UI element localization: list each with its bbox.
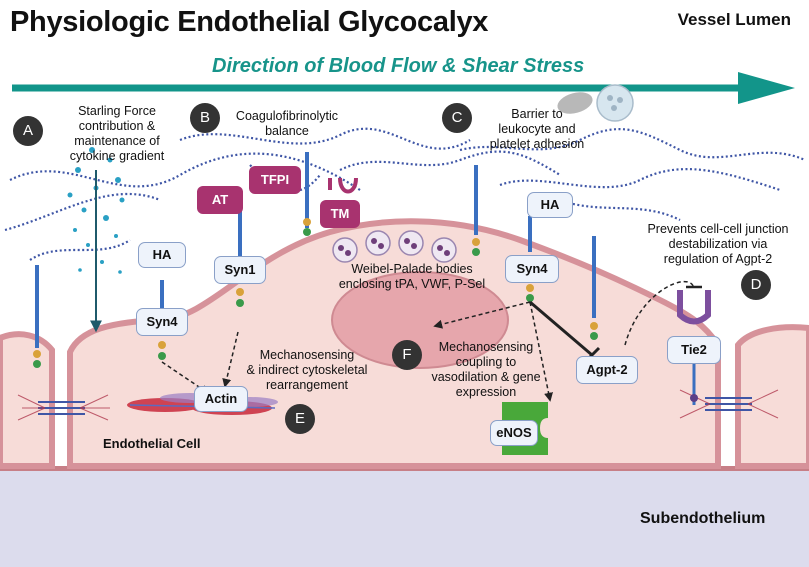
tfpi-protein: TFPI	[249, 166, 301, 194]
weibel-line: Weibel-Palade bodies	[351, 262, 473, 276]
note-b-line: Coagulofibrinolytic	[235, 109, 339, 123]
syn4-left-box: Syn4	[136, 308, 188, 336]
note-b: Coagulofibrinolytic balance	[222, 109, 352, 139]
agpt2-box: Agpt-2	[576, 356, 638, 384]
badge-c: C	[442, 103, 472, 133]
note-d-line: destabilization via	[668, 237, 768, 251]
left-junction-fibers	[17, 394, 110, 421]
weibel-line: enclosing tPA, VWF, P-Sel	[338, 277, 486, 291]
syn1-to-actin-arrow	[222, 331, 239, 388]
note-e-line: Mechanosensing	[259, 348, 355, 362]
note-c: Barrier to leukocyte and platelet adhesi…	[472, 107, 602, 152]
ha-left-box: HA	[138, 242, 186, 268]
note-a-line: maintenance of	[74, 134, 160, 148]
tm-protein: TM	[320, 200, 360, 228]
syn4-inhibits-agpt2	[529, 300, 593, 357]
syn4-to-nucleus-arrow	[433, 301, 531, 329]
note-f-line: Mechanosensing	[438, 340, 534, 354]
note-a-line: Starling Force	[78, 104, 156, 118]
note-e: Mechanosensing & indirect cytoskeletal r…	[232, 348, 382, 393]
glycocalyx-chains	[4, 127, 806, 261]
note-f-line: vasodilation & gene	[431, 370, 541, 384]
badge-b: B	[190, 103, 220, 133]
syn4-to-enos-arrow	[529, 301, 553, 402]
enos-box: eNOS	[490, 420, 538, 446]
syn4-right-box: Syn4	[505, 255, 559, 283]
note-e-line: rearrangement	[266, 378, 348, 392]
weibel-palade-label: Weibel-Palade bodies enclosing tPA, VWF,…	[332, 262, 492, 292]
badge-e: E	[285, 404, 315, 434]
tie2-box: Tie2	[667, 336, 721, 364]
left-cell-junction	[38, 401, 85, 415]
right-neighbor-cell	[735, 324, 809, 469]
weibel-palade-bodies	[332, 230, 457, 263]
note-d-line: regulation of Agpt-2	[663, 252, 773, 266]
nucleus	[331, 271, 509, 369]
right-cell-junction	[705, 397, 752, 411]
note-b-line: balance	[265, 124, 309, 138]
badge-f: F	[392, 340, 422, 370]
vessel-lumen-label: Vessel Lumen	[677, 10, 791, 29]
leukocyte	[596, 84, 634, 122]
note-a-line: contribution &	[78, 119, 156, 133]
note-e-line: & indirect cytoskeletal	[246, 363, 368, 377]
note-f-line: expression	[455, 385, 517, 399]
note-c-line: Barrier to	[511, 107, 563, 121]
left-neighbor-cell	[0, 331, 55, 469]
note-a-line: cytokine gradient	[69, 149, 165, 163]
note-f: Mechanosensing coupling to vasodilation …	[416, 340, 556, 400]
tm-receptor-arms	[328, 177, 358, 194]
note-d: Prevents cell-cell junction destabilizat…	[628, 222, 808, 267]
note-a: Starling Force contribution & maintenanc…	[52, 104, 182, 164]
syn4-to-actin-arrow	[161, 361, 210, 395]
syn1-box: Syn1	[214, 256, 266, 284]
tie2-receptor	[677, 290, 711, 405]
agpt2-to-tie2-link	[624, 280, 695, 346]
subendothelium-band	[0, 468, 809, 567]
badge-d: D	[741, 270, 771, 300]
note-c-line: platelet adhesion	[489, 137, 585, 151]
ha-right-box: HA	[527, 192, 573, 218]
endothelial-cell-label: Endothelial Cell	[103, 436, 201, 451]
subendothelium-label: Subendothelium	[640, 510, 766, 527]
platelet	[557, 92, 593, 114]
note-f-line: coupling to	[455, 355, 517, 369]
at-protein: AT	[197, 186, 243, 214]
leukocyte-granules	[607, 95, 623, 111]
badge-a: A	[13, 116, 43, 146]
blood-flow-label: Direction of Blood Flow & Shear Stress	[212, 55, 585, 77]
note-d-line: Prevents cell-cell junction	[647, 222, 789, 236]
flow-arrow-head	[738, 72, 795, 104]
page-title: Physiologic Endothelial Glycocalyx	[10, 6, 489, 38]
cytokine-dots	[67, 147, 125, 274]
note-c-line: leukocyte and	[498, 122, 576, 136]
actin-box: Actin	[194, 386, 248, 412]
